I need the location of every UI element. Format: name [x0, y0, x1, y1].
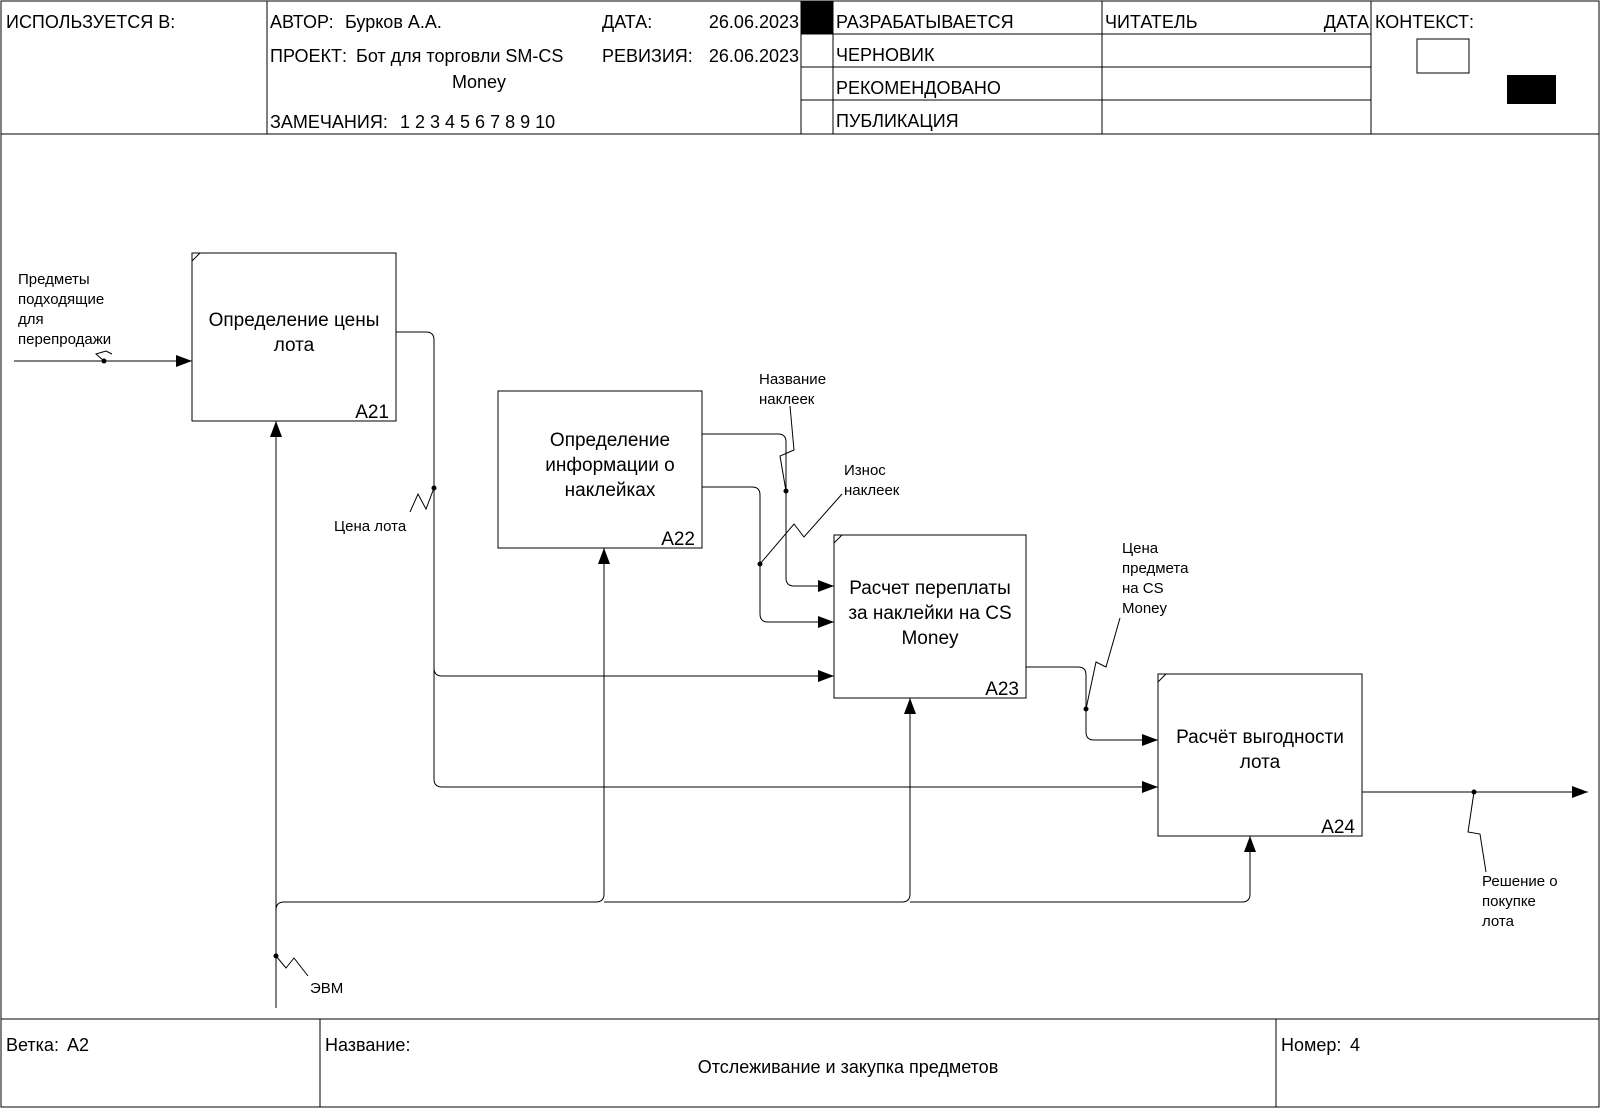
svg-text:Название: Название	[759, 371, 826, 388]
svg-text:предмета: предмета	[1122, 560, 1189, 577]
context-label: КОНТЕКСТ:	[1375, 12, 1474, 32]
used-in-label: ИСПОЛЬЗУЕТСЯ В:	[6, 12, 175, 32]
box-a23-number: A23	[985, 679, 1019, 700]
squiggle-decision	[1467, 791, 1487, 873]
arrow-sticker-wear[interactable]	[702, 486, 834, 628]
squiggle-item-price	[1085, 617, 1121, 710]
arrow-item-price[interactable]	[1026, 666, 1158, 746]
context-thumbnail-marker	[1507, 75, 1556, 104]
label-item-price: Цена предмета на CS Money	[1122, 540, 1189, 617]
label-sticker-wear: Износ наклеек	[844, 462, 900, 499]
label-lot-price: Цена лота	[334, 518, 407, 535]
arrow-computer-to-a23[interactable]	[604, 698, 916, 903]
author-value: Бурков А.А.	[345, 12, 442, 32]
connection-dots	[101, 358, 1477, 959]
squiggle-sticker-wear	[759, 493, 843, 565]
activity-box-a24[interactable]: Расчёт выгодности лота A24	[1157, 673, 1363, 838]
revision-label: РЕВИЗИЯ:	[602, 46, 693, 66]
arrow-lot-price-to-a23[interactable]	[396, 331, 834, 682]
squiggle-sticker-name	[779, 405, 795, 492]
svg-text:Предметы: Предметы	[18, 271, 90, 288]
label-computer: ЭВМ	[310, 980, 343, 997]
svg-text:подходящие: подходящие	[18, 291, 104, 308]
author-label: АВТОР:	[270, 12, 334, 32]
svg-text:на CS: на CS	[1122, 580, 1164, 597]
status-marker-working	[801, 1, 833, 34]
project-label: ПРОЕКТ:	[270, 46, 347, 66]
branch-label: Ветка:	[6, 1035, 59, 1055]
arrow-lot-price-to-a24[interactable]	[433, 668, 1158, 793]
box-a21-title-line1: Определение цены	[209, 310, 380, 331]
diagram-name: Отслеживание и закупка предметов	[698, 1057, 999, 1077]
svg-text:Износ: Износ	[844, 462, 886, 479]
svg-text:Money: Money	[1122, 600, 1168, 617]
svg-text:наклеек: наклеек	[759, 391, 815, 408]
revision-value: 26.06.2023	[709, 46, 799, 66]
number-value: 4	[1350, 1035, 1360, 1055]
svg-text:лота: лота	[1482, 913, 1515, 930]
activity-box-a22[interactable]: Определение информации о наклейках A22	[497, 390, 703, 550]
box-a21-number: A21	[355, 402, 389, 423]
activity-box-a21[interactable]: Определение цены лота A21	[191, 252, 397, 423]
arrow-sticker-name[interactable]	[702, 433, 834, 592]
box-a24-title-line1: Расчёт выгодности	[1176, 727, 1344, 748]
svg-text:для: для	[18, 311, 44, 328]
box-a24-title-line2: лота	[1240, 752, 1281, 773]
squiggle-lot-price	[409, 487, 435, 513]
arrow-computer-to-a24[interactable]	[910, 836, 1256, 903]
squiggle-input-items	[94, 350, 113, 362]
box-a23-title-line3: Money	[901, 628, 959, 649]
box-a24-number: A24	[1321, 817, 1355, 838]
label-sticker-name: Название наклеек	[759, 371, 826, 408]
box-a22-title-line3: наклейках	[565, 480, 656, 501]
status-recommended: РЕКОМЕНДОВАНО	[836, 78, 1001, 98]
svg-text:Цена: Цена	[1122, 540, 1159, 557]
squiggle-computer	[275, 955, 309, 977]
box-a23-title-line2: за наклейки на CS	[848, 603, 1011, 624]
date-value: 26.06.2023	[709, 12, 799, 32]
svg-text:наклеек: наклеек	[844, 482, 900, 499]
activity-box-a23[interactable]: Расчет переплаты за наклейки на CS Money…	[833, 534, 1027, 700]
project-value-line1: Бот для торговли SM-CS	[356, 46, 563, 66]
svg-text:Решение о: Решение о	[1482, 873, 1558, 890]
notes-value: 1 2 3 4 5 6 7 8 9 10	[400, 112, 555, 132]
box-a22-title-line2: информации о	[545, 455, 674, 476]
notes-label: ЗАМЕЧАНИЯ:	[270, 112, 388, 132]
reader-date-label: ДАТА	[1324, 12, 1369, 32]
name-label: Название:	[325, 1035, 410, 1055]
box-a23-title-line1: Расчет переплаты	[849, 578, 1011, 599]
date-label: ДАТА:	[602, 12, 652, 32]
label-decision: Решение о покупке лота	[1482, 873, 1558, 930]
svg-text:покупке: покупке	[1482, 893, 1536, 910]
footer-frame	[1, 1018, 1599, 1107]
status-working: РАЗРАБАТЫВАЕТСЯ	[836, 12, 1014, 32]
reader-label: ЧИТАТЕЛЬ	[1105, 12, 1198, 32]
status-publication: ПУБЛИКАЦИЯ	[836, 111, 959, 131]
context-thumbnail-box	[1416, 38, 1470, 74]
arrow-computer-to-a22[interactable]	[275, 548, 610, 911]
box-a22-number: A22	[661, 529, 695, 550]
label-input-items: Предметы подходящие для перепродажи	[18, 271, 111, 348]
box-a21-title-line2: лота	[274, 335, 315, 356]
svg-text:перепродажи: перепродажи	[18, 331, 111, 348]
status-draft: ЧЕРНОВИК	[836, 45, 935, 65]
number-label: Номер:	[1281, 1035, 1341, 1055]
box-a22-title-line1: Определение	[550, 430, 670, 451]
project-value-line2: Money	[452, 72, 506, 92]
branch-value: А2	[67, 1035, 89, 1055]
